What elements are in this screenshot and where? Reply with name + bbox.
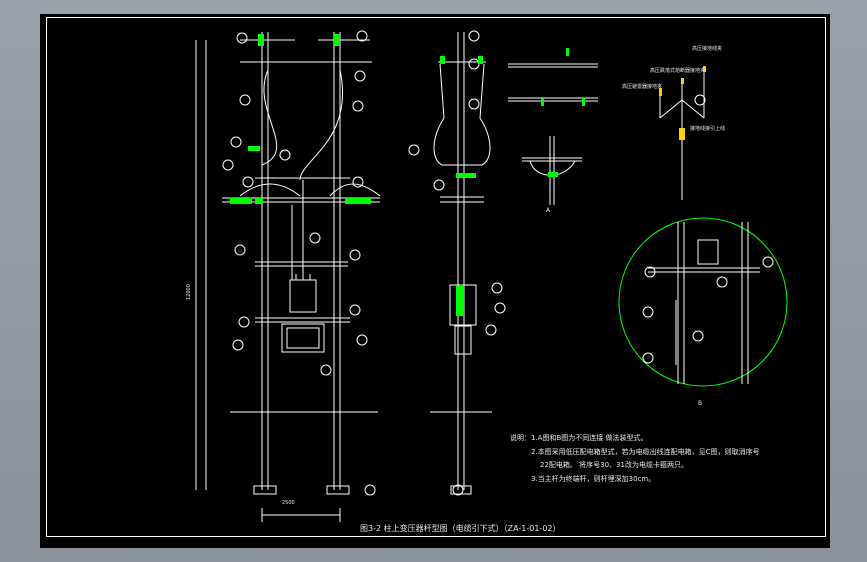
height-dimension: 12000 [186, 284, 192, 300]
yellow-markers [659, 66, 706, 140]
middle-side-view [408, 30, 506, 496]
detail-label-a: A [546, 207, 551, 214]
detail-circle [618, 217, 788, 387]
detail-label-b: B [698, 400, 702, 407]
right-label-1: 高压接地线夹 [692, 45, 722, 52]
left-elevation [195, 32, 381, 522]
left-callouts [222, 30, 376, 496]
drawing-title: 图3-2 柱上变压器杆型图（电缆引下式）（ZA-1-01-02） [360, 523, 561, 533]
note-line-2: 2.本图采用低压配电箱型式，若为电缆出线连配电箱，见C图，则取消序号 [531, 447, 760, 456]
right-label-3: 高压避雷器接地夹 [622, 83, 662, 90]
span-dimension: 2500 [282, 500, 295, 506]
right-label-2: 高压跌落式熔断器接地夹 [650, 67, 705, 74]
right-label-4: 接地线接引上线 [690, 125, 725, 132]
drawing-sheet [40, 14, 830, 548]
grounding-sketch [659, 70, 706, 200]
green-markers [230, 34, 585, 316]
insulator-details [508, 63, 598, 205]
note-line-1: 说明：1.A图和B图为不同连接 做法装型式。 [510, 433, 648, 442]
note-line-4: 3.当主杆为终端杆，则杆埋深加30cm。 [531, 474, 655, 483]
note-line-3: 22配电箱。 将序号30、31改为电缆卡箍两只。 [540, 460, 688, 469]
drawing-border [46, 17, 826, 537]
